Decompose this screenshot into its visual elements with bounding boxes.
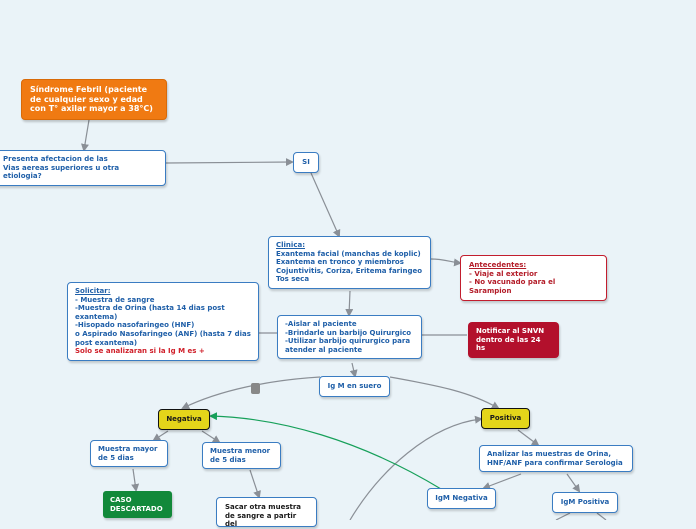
link-analizar-igmneg	[482, 473, 522, 490]
link-sindrome-afectacion	[81, 119, 90, 152]
node-igm-suero[interactable]: Ig M en suero	[319, 376, 390, 397]
node-igm-negativa-label: IgM Negativa	[435, 494, 488, 502]
node-clinica-title: Clinica:	[276, 241, 305, 249]
node-muestra-mayor[interactable]: Muestra mayor de 5 dias	[90, 440, 168, 468]
node-analizar[interactable]: Analizar las muestras de Orina, HNF/ANF …	[479, 445, 633, 473]
node-solicitar-title: Solicitar:	[75, 287, 111, 295]
node-aislar-line-2: -Brindarle un barbijo Quirurgico	[285, 328, 412, 337]
link-igmpos-down-right	[596, 512, 607, 520]
node-solicitar-line-1: - Muestra de sangre	[75, 295, 155, 304]
node-solicitar-warning: Solo se analizaran si la Ig M es +	[75, 347, 205, 356]
link-clinica-aislar	[345, 290, 354, 317]
node-muestra-mayor-label: Muestra mayor de 5 dias	[98, 445, 158, 462]
node-si[interactable]: SI	[293, 152, 319, 173]
link-igm-positiva	[389, 376, 500, 409]
node-sindrome-febril-label: Síndrome Febril (paciente de cualquier s…	[30, 85, 153, 114]
collapse-handle[interactable]	[251, 383, 260, 394]
node-negativa[interactable]: Negativa	[158, 409, 210, 430]
link-negativa-mayor	[152, 430, 169, 442]
node-notificar[interactable]: Notificar al SNVN dentro de las 24 hs	[468, 322, 559, 358]
node-clinica-line-3: Cojuntivitis, Coriza, Eritema faringeo	[276, 266, 423, 275]
link-igmneg-negativa	[209, 412, 442, 490]
link-igm-negativa	[181, 376, 321, 409]
node-afectacion[interactable]: Presenta afectacion de las Vias aereas s…	[0, 150, 166, 186]
link-sacar-positiva	[349, 415, 483, 520]
node-aislar[interactable]: -Aislar al paciente -Brindarle un barbij…	[277, 315, 422, 360]
node-solicitar-line-2: -Muestra de Orina (hasta 14 dias post ex…	[75, 304, 225, 321]
node-clinica-line-1: Exantema facial (manchas de koplic)	[276, 249, 421, 258]
node-muestra-menor-label: Muestra menor de 5 dias	[210, 447, 271, 464]
node-clinica-line-2: Exantema en tronco y miembros	[276, 258, 404, 267]
node-afectacion-line-2: Vias aereas superiores u otra etiologia?	[3, 163, 120, 181]
link-menor-sacar	[249, 469, 261, 499]
node-solicitar-line-3: -Hisopado nasofaringeo (HNF)	[75, 321, 195, 330]
node-caso-descartado[interactable]: CASO DESCARTADO	[103, 491, 172, 519]
node-positiva[interactable]: Positiva	[481, 408, 530, 429]
node-sacar-otra-label: Sacar otra muestra de sangre a partir de…	[225, 503, 302, 529]
node-caso-descartado-label: CASO DESCARTADO	[110, 496, 163, 513]
node-igm-suero-label: Ig M en suero	[327, 382, 382, 390]
link-aislar-igm	[349, 362, 358, 378]
node-afectacion-line-1: Presenta afectacion de las	[3, 155, 108, 163]
node-antecedentes-line-1: - Viaje al exterior	[469, 269, 538, 278]
node-sacar-otra[interactable]: Sacar otra muestra de sangre a partir de…	[216, 497, 317, 529]
node-antecedentes-title: Antecedentes:	[469, 261, 527, 269]
node-clinica-line-4: Tos seca	[276, 275, 310, 284]
node-analizar-label: Analizar las muestras de Orina, HNF/ANF …	[487, 450, 623, 467]
link-clinica-antecedentes	[430, 258, 462, 267]
link-negativa-menor	[201, 430, 221, 444]
node-igm-positiva-label: IgM Positiva	[560, 498, 610, 506]
node-antecedentes[interactable]: Antecedentes: - Viaje al exterior - No v…	[460, 255, 607, 302]
link-afectacion-si	[165, 158, 294, 167]
node-negativa-label: Negativa	[166, 415, 202, 423]
link-igmpos-down-left	[555, 512, 571, 520]
node-aislar-line-1: -Aislar al paciente	[285, 320, 357, 328]
node-positiva-label: Positiva	[489, 414, 522, 422]
node-muestra-menor[interactable]: Muestra menor de 5 dias	[202, 442, 281, 470]
link-positiva-analizar	[517, 429, 540, 447]
node-igm-negativa[interactable]: IgM Negativa	[427, 488, 496, 509]
node-si-label: SI	[302, 158, 310, 166]
link-mayor-descartado	[131, 468, 140, 492]
node-solicitar-line-4: o Aspirado Nasofaringeo (ANF) (hasta 7 d…	[75, 329, 251, 347]
node-sindrome-febril[interactable]: Síndrome Febril (paciente de cualquier s…	[21, 79, 167, 120]
link-si-clinica	[310, 172, 341, 238]
node-solicitar[interactable]: Solicitar: - Muestra de sangre -Muestra …	[67, 282, 259, 361]
node-aislar-line-3: -Utilizar barbijo quirurgico para atende…	[285, 337, 411, 354]
node-notificar-label: Notificar al SNVN dentro de las 24 hs	[476, 327, 545, 353]
node-igm-positiva[interactable]: IgM Positiva	[552, 492, 618, 513]
node-clinica[interactable]: Clinica: Exantema facial (manchas de kop…	[268, 236, 431, 289]
link-analizar-igmpos	[566, 473, 581, 493]
node-antecedentes-line-2: - No vacunado para el Sarampion	[469, 278, 556, 295]
